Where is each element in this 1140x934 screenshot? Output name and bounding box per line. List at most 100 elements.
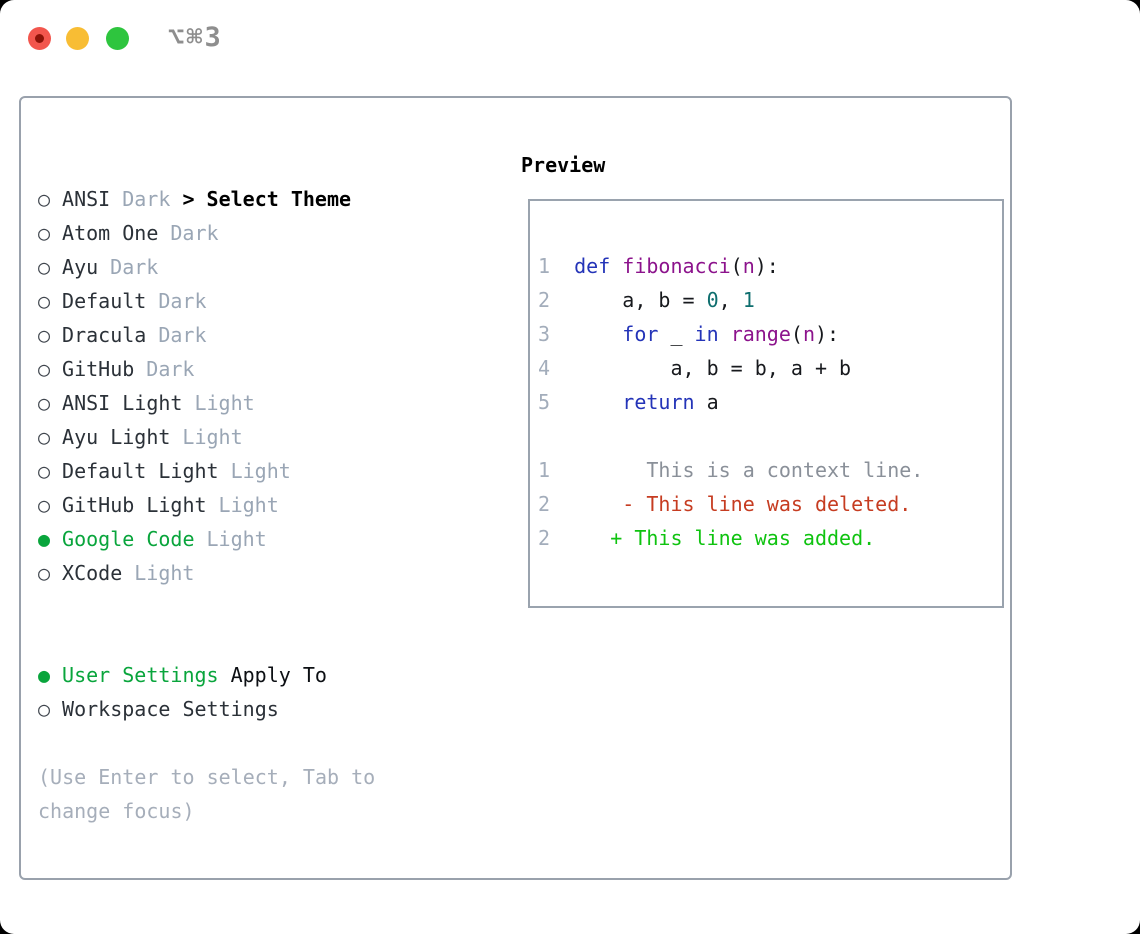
theme-option-default-light[interactable]: ○ Default Light Light	[38, 454, 502, 488]
line-number: 1	[538, 254, 575, 278]
theme-variant: Light	[206, 527, 267, 551]
code-token: range	[730, 322, 791, 346]
apply-option-workspace-settings[interactable]: ○ Workspace Settings	[38, 692, 502, 726]
apply-to-header: Apply To	[38, 624, 502, 687]
code-token: 1	[742, 288, 755, 312]
code-token: ,	[718, 288, 743, 312]
code-token: This is a context line.	[574, 458, 924, 482]
traffic-light-zoom-icon[interactable]	[106, 27, 129, 50]
code-token: a	[694, 390, 719, 414]
code-token: n	[802, 322, 815, 346]
code-token	[610, 254, 622, 278]
theme-name: ANSI Light	[62, 391, 183, 415]
code-line: 5 return a	[538, 385, 1002, 419]
preview-column: Preview 1 def fibonacci(n):2 a, b = 0, 1…	[502, 148, 1010, 828]
line-number: 2	[538, 492, 575, 516]
traffic-light-close-icon[interactable]	[28, 27, 51, 50]
radio-icon: ○	[38, 289, 51, 313]
code-line: 2 a, b = 0, 1	[538, 283, 1002, 317]
radio-icon: ○	[38, 459, 51, 483]
theme-name: Ayu Light	[62, 425, 171, 449]
code-token: return	[622, 390, 695, 414]
traffic-light-minimize-icon[interactable]	[66, 27, 89, 50]
code-token: 0	[706, 288, 719, 312]
code-token: a, b =	[574, 288, 707, 312]
apply-option-user-settings[interactable]: ● User Settings	[38, 658, 502, 692]
theme-variant: Light	[182, 425, 243, 449]
theme-option-github-light[interactable]: ○ GitHub Light Light	[38, 488, 502, 522]
theme-option-ansi-light[interactable]: ○ ANSI Light Light	[38, 386, 502, 420]
code-token: (	[730, 254, 743, 278]
line-number: 2	[538, 526, 575, 550]
code-line: 4 a, b = b, a + b	[538, 351, 1002, 385]
code-token: _	[658, 322, 695, 346]
code-token: + This line was added.	[574, 526, 876, 550]
focus-caret-icon: >	[182, 187, 195, 211]
radio-icon: ○	[38, 425, 51, 449]
radio-icon: ○	[38, 697, 51, 721]
theme-name: Ayu	[62, 255, 99, 279]
code-token	[574, 322, 622, 346]
line-number: 2	[538, 288, 575, 312]
radio-selected-icon: ●	[38, 663, 51, 687]
theme-variant: Dark	[146, 357, 195, 381]
apply-option-label: User Settings	[62, 663, 219, 687]
theme-variant: Dark	[110, 255, 159, 279]
radio-icon: ○	[38, 493, 51, 517]
theme-variant: Dark	[170, 221, 219, 245]
preview-header: Preview	[521, 153, 606, 177]
blank-line	[538, 419, 1002, 453]
radio-icon: ○	[38, 221, 51, 245]
hint-text: (Use Enter to select, Tab to change focu…	[38, 765, 376, 823]
theme-name: XCode	[62, 561, 123, 585]
theme-name: Default	[62, 289, 147, 313]
code-token: def	[574, 254, 611, 278]
theme-variant: Light	[218, 493, 279, 517]
code-line: 1 def fibonacci(n):	[538, 249, 1002, 283]
theme-variant: Light	[194, 391, 255, 415]
code-token: - This line was deleted.	[574, 492, 912, 516]
theme-variant: Light	[134, 561, 195, 585]
radio-icon: ○	[38, 357, 51, 381]
theme-name: Default Light	[62, 459, 219, 483]
diff-deleted-line: 2 - This line was deleted.	[538, 487, 1002, 521]
code-token: fibonacci	[622, 254, 731, 278]
code-token: in	[694, 322, 719, 346]
code-token: (	[790, 322, 803, 346]
code-token: n	[742, 254, 755, 278]
theme-variant: Dark	[158, 289, 207, 313]
code-line: 3 for _ in range(n):	[538, 317, 1002, 351]
select-theme-header: > Select Theme	[38, 148, 502, 211]
radio-icon: ○	[38, 561, 51, 585]
code-token	[574, 390, 622, 414]
theme-name: Google Code	[62, 527, 195, 551]
theme-name: Dracula	[62, 323, 147, 347]
theme-option-xcode[interactable]: ○ XCode Light	[38, 556, 502, 590]
theme-name: ANSI	[62, 187, 111, 211]
theme-variant: Light	[230, 459, 291, 483]
line-number: 4	[538, 356, 575, 380]
code-token	[719, 322, 731, 346]
line-number: 3	[538, 322, 575, 346]
apply-to-list: ● User Settings ○ Workspace Settings	[38, 658, 502, 726]
theme-name: GitHub Light	[62, 493, 207, 517]
select-theme-label: Select Theme	[206, 187, 352, 211]
radio-icon: ○	[38, 391, 51, 415]
theme-option-ayu-light[interactable]: ○ Ayu Light Light	[38, 420, 502, 454]
code-token: a, b = b, a + b	[574, 356, 852, 380]
theme-option-default[interactable]: ○ Default Dark	[38, 284, 502, 318]
radio-icon: ○	[38, 187, 51, 211]
line-number: 1	[538, 458, 575, 482]
apply-option-label: Workspace Settings	[62, 697, 279, 721]
